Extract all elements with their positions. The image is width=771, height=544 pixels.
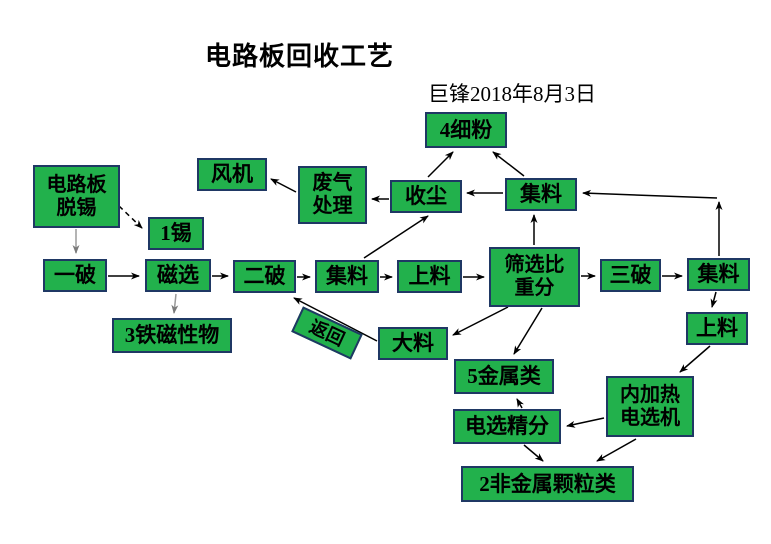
node-fine-powder: 4细粉 [425,112,507,148]
node-tin: 1锡 [148,217,204,250]
node-crush1: 一破 [43,259,107,292]
subtitle-date: 巨锋2018年8月3日 [428,82,596,106]
node-dust-collect: 收尘 [390,180,462,213]
node-crush2: 二破 [233,260,296,293]
node-magnetic-separation: 磁选 [145,259,211,292]
node-heated-separator: 内加热 电选机 [606,376,694,437]
node-screen-gravity: 筛选比 重分 [489,247,580,307]
node-metals: 5金属类 [454,359,554,394]
node-crush3: 三破 [600,259,661,292]
node-nonmetal-particles: 2非金属颗粒类 [461,466,634,502]
node-feed-right: 上料 [686,312,748,345]
node-feed-mid: 上料 [397,260,462,293]
node-fan: 风机 [197,158,267,191]
node-return-label: 返回 [291,306,363,360]
node-electro-separation: 电选精分 [453,409,561,444]
node-ferromagnetic: 3铁磁性物 [112,318,232,353]
node-collect-right: 集料 [687,258,750,291]
node-large-material: 大料 [378,327,448,360]
node-waste-gas-treatment: 废气 处理 [298,166,367,224]
node-collect-top: 集料 [505,178,577,211]
page-title: 电路板回收工艺 [205,42,395,71]
node-board-detin: 电路板 脱锡 [33,165,120,228]
node-collect-mid: 集料 [315,260,379,293]
